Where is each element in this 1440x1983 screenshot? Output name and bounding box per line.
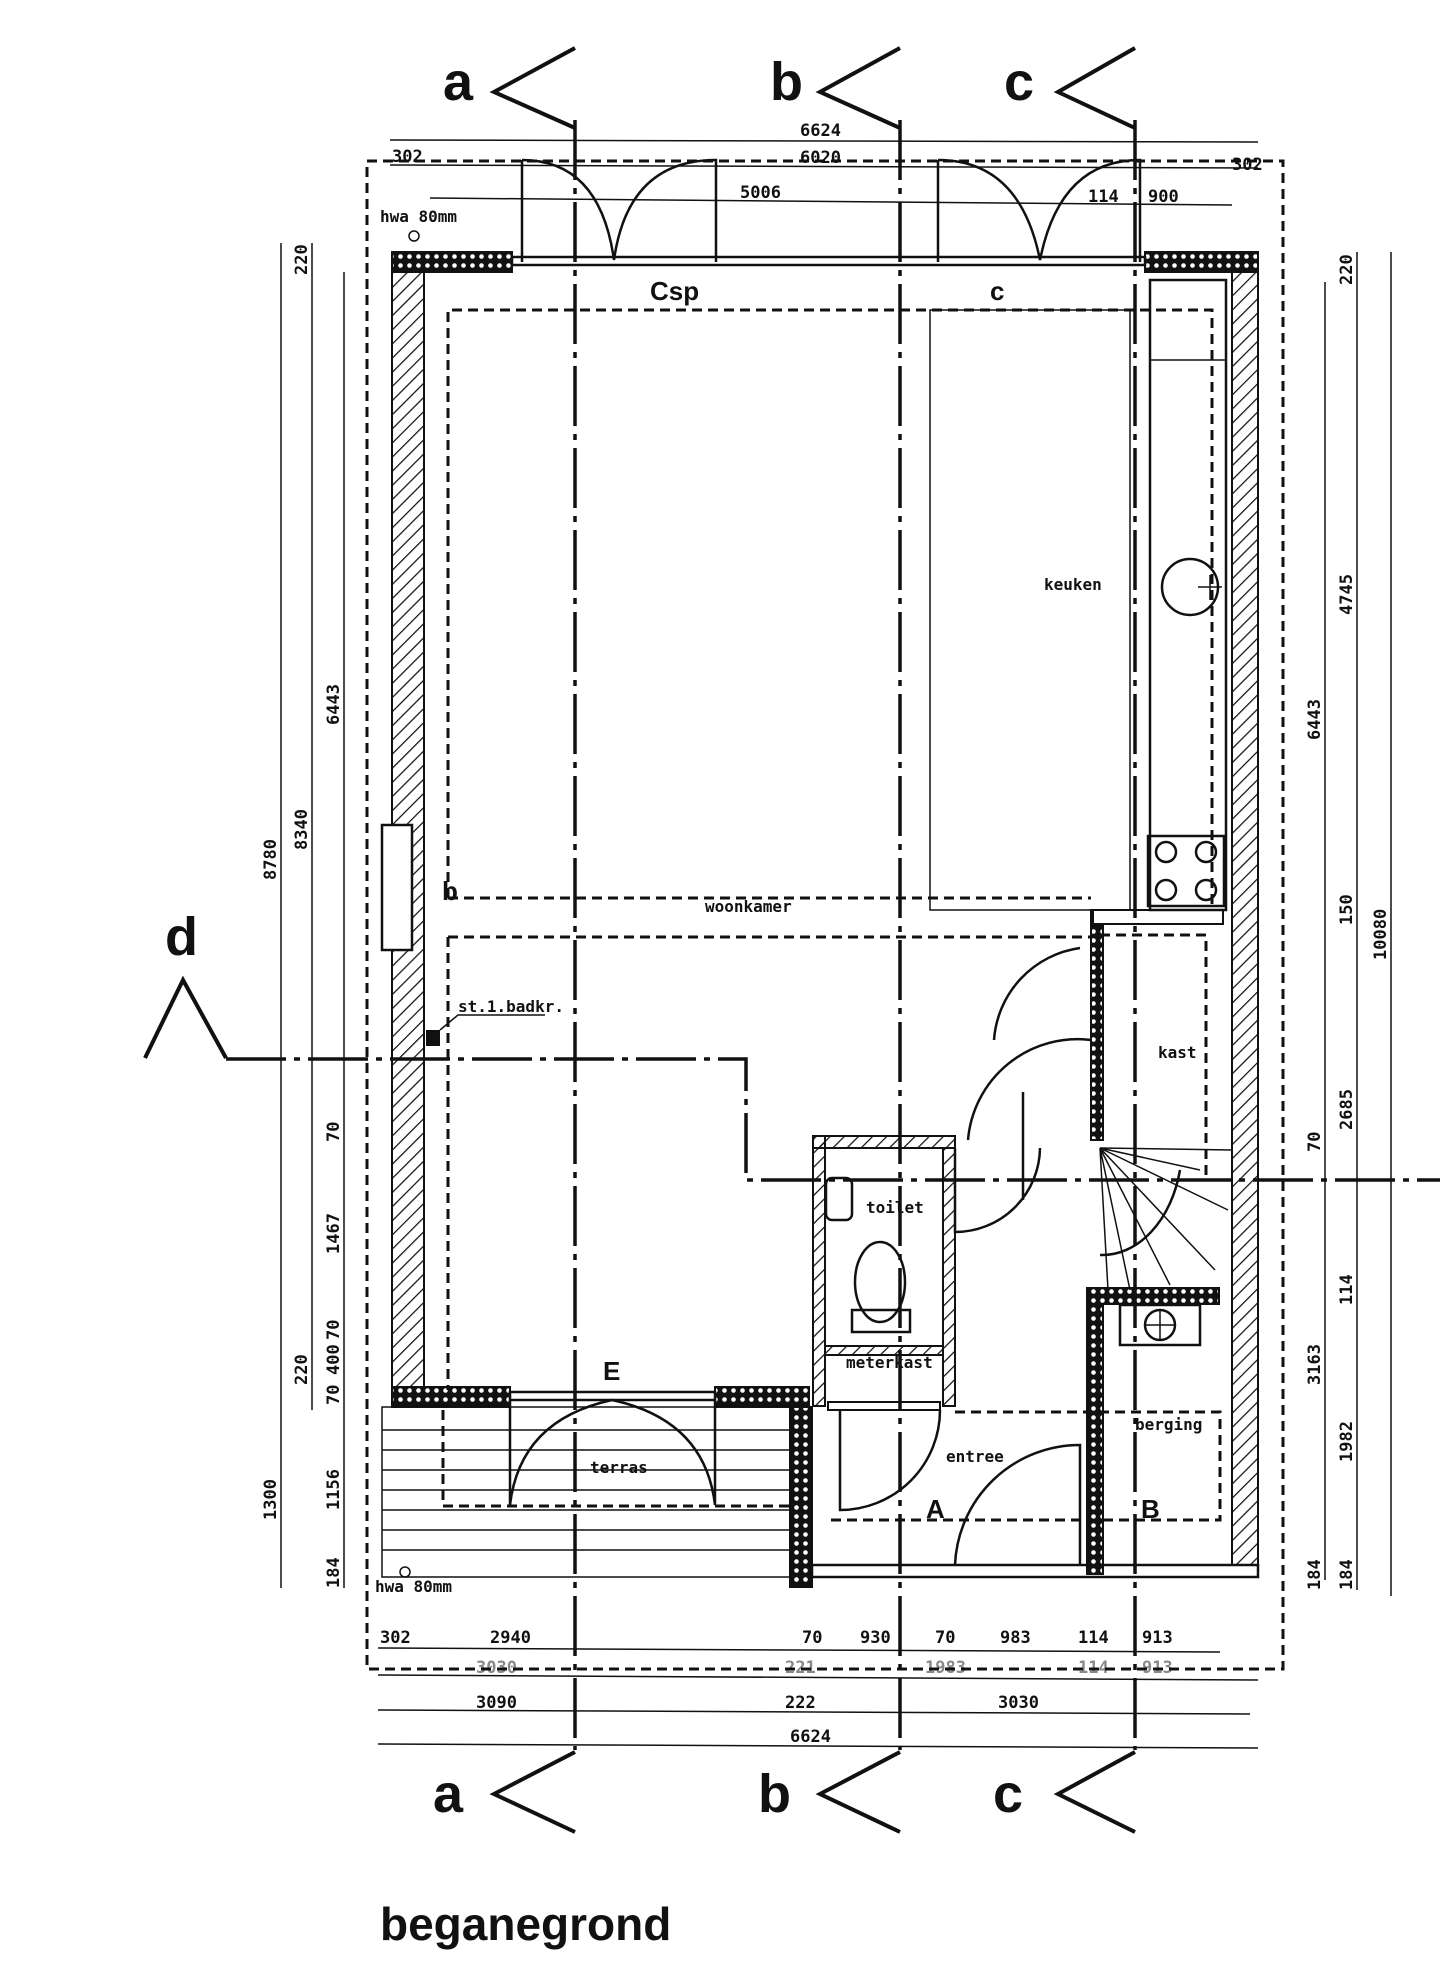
dim-top: 302 — [1232, 155, 1263, 175]
dim-bottom: 6624 — [790, 1727, 831, 1747]
section-a-top: a — [443, 52, 474, 112]
dim-bottom: 913 — [1142, 1628, 1173, 1648]
label-csp: Csp — [650, 276, 699, 306]
dim-top: 6624 — [800, 121, 841, 141]
label-berging: berging — [1135, 1415, 1202, 1434]
dim-right: 70 — [1305, 1132, 1325, 1152]
dimension-lines-left — [280, 243, 345, 1588]
dim-bottom: 3090 — [476, 1693, 517, 1713]
outer-boundary — [365, 159, 1285, 1671]
dim-top: 900 — [1148, 187, 1179, 207]
dim-right: 184 — [1305, 1559, 1325, 1590]
dim-bottom: 70 — [802, 1628, 822, 1648]
dim-bottom: 3030 — [998, 1693, 1039, 1713]
section-a-bottom: a — [433, 1764, 464, 1824]
dim-bottom: 221 — [785, 1658, 816, 1678]
terras-deck — [381, 1406, 791, 1578]
kitchen-counter — [929, 278, 1228, 912]
dim-top: 302 — [392, 147, 423, 167]
dim-right: 6443 — [1305, 699, 1325, 740]
dim-right: 10080 — [1371, 909, 1391, 960]
dim-top: 6020 — [800, 148, 841, 168]
staircase — [1099, 1147, 1233, 1291]
dim-left: 400 — [324, 1344, 344, 1375]
label-terras: terras — [590, 1458, 648, 1477]
dim-bottom: 1983 — [925, 1658, 966, 1678]
dim-top: 5006 — [740, 183, 781, 203]
dim-top: 114 — [1088, 187, 1119, 207]
dim-left: 184 — [324, 1557, 344, 1588]
dim-left: 1300 — [261, 1479, 281, 1520]
dim-right: 2685 — [1337, 1089, 1357, 1130]
label-c: c — [990, 276, 1004, 306]
dim-left: 1156 — [324, 1469, 344, 1510]
dim-left: 70 — [324, 1122, 344, 1142]
dim-left: 8340 — [292, 809, 312, 850]
section-b-top: b — [770, 52, 803, 112]
dim-left: 6443 — [324, 684, 344, 725]
dim-bottom: 2940 — [490, 1628, 531, 1648]
label-kast: kast — [1158, 1043, 1197, 1062]
drawing-title: beganegrond — [380, 1898, 671, 1950]
dim-right: 114 — [1337, 1274, 1357, 1305]
dimension-lines-top — [389, 139, 1259, 206]
label-hwa-bottom: hwa 80mm — [375, 1577, 452, 1596]
label-entree: entree — [946, 1447, 1004, 1466]
dim-right: 3163 — [1305, 1344, 1325, 1385]
dim-bottom: 3030 — [476, 1658, 517, 1678]
walls — [380, 251, 1260, 1588]
dim-right: 184 — [1337, 1559, 1357, 1590]
section-b-bottom: b — [758, 1764, 791, 1824]
dim-left: 220 — [292, 1354, 312, 1385]
label-B: B — [1141, 1494, 1160, 1524]
label-woonkamer: woonkamer — [705, 897, 792, 916]
label-meterkast: meterkast — [846, 1353, 933, 1372]
room-outlines — [441, 308, 1222, 1522]
dim-left: 1467 — [324, 1213, 344, 1254]
dim-bottom: 70 — [935, 1628, 955, 1648]
dim-bottom: 222 — [785, 1693, 816, 1713]
dim-bottom: 983 — [1000, 1628, 1031, 1648]
hwa-drain-icon — [399, 1566, 411, 1578]
label-hwa-top: hwa 80mm — [380, 207, 457, 226]
dim-bottom: 114 — [1078, 1628, 1109, 1648]
label-keuken: keuken — [1044, 575, 1102, 594]
label-E: E — [603, 1356, 620, 1386]
label-A: A — [926, 1494, 945, 1524]
dim-bottom: 114 — [1078, 1658, 1109, 1678]
dim-left: 8780 — [261, 839, 281, 880]
dim-bottom: 302 — [380, 1628, 411, 1648]
dim-bottom: 913 — [1142, 1658, 1173, 1678]
dim-right: 4745 — [1337, 574, 1357, 615]
boiler-icon — [1118, 1303, 1202, 1347]
label-b: b — [442, 876, 458, 906]
toilet-fixture — [824, 1176, 912, 1334]
dim-left: 70 — [324, 1320, 344, 1340]
label-badkr: st.1.badkr. — [458, 997, 564, 1016]
section-c-bottom: c — [993, 1764, 1023, 1824]
dim-right: 220 — [1337, 254, 1357, 285]
hwa-drain-icon — [408, 230, 420, 242]
dim-bottom: 930 — [860, 1628, 891, 1648]
section-d: d — [165, 907, 198, 967]
section-lines — [143, 46, 1440, 1834]
dim-left: 220 — [292, 244, 312, 275]
dimension-lines-right — [1324, 252, 1392, 1596]
doors — [508, 158, 1142, 1566]
dim-right: 1982 — [1337, 1421, 1357, 1462]
dim-left: 70 — [324, 1385, 344, 1405]
stove-icon — [1154, 840, 1218, 902]
dimension-lines-bottom — [377, 1647, 1259, 1749]
label-toilet: toilet — [866, 1198, 924, 1217]
section-c-top: c — [1004, 52, 1034, 112]
dim-right: 150 — [1337, 894, 1357, 925]
bathroom-drain-icon — [426, 1030, 440, 1046]
